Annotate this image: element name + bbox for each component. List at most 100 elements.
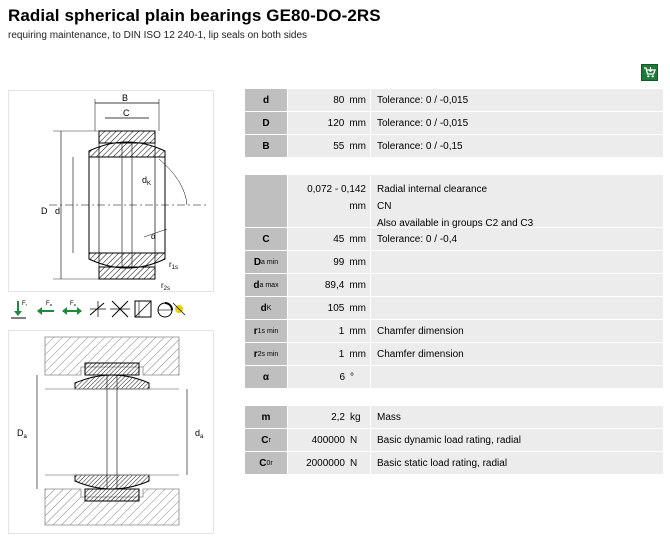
value-text: 120 bbox=[327, 117, 345, 129]
description-cell bbox=[371, 251, 663, 273]
description-cell bbox=[371, 366, 663, 388]
tilt-icon bbox=[89, 301, 106, 317]
description-text: Basic static load rating, radial bbox=[377, 457, 508, 469]
value-text: 89,4 bbox=[324, 279, 345, 291]
symbol-cell: α bbox=[245, 366, 287, 388]
dim-d-label: d bbox=[55, 206, 60, 216]
description-text: Chamfer dimension bbox=[377, 348, 464, 360]
description-cell: Tolerance: 0 / -0,15 bbox=[371, 135, 663, 157]
symbol-text: B bbox=[262, 140, 270, 152]
symbol-text: r bbox=[253, 325, 258, 337]
load-symbols-strip: Fr Fa Fa bbox=[8, 297, 214, 323]
clearance-desc-line: CN bbox=[377, 201, 392, 212]
dim-D-label: D bbox=[41, 206, 48, 216]
description-text: Tolerance: 0 / -0,015 bbox=[377, 94, 469, 106]
symbol-subscript: a min bbox=[261, 258, 279, 266]
clearance-desc-line: Radial internal clearance bbox=[377, 184, 488, 195]
symbol-text: m bbox=[261, 411, 271, 423]
description-cell: Chamfer dimension bbox=[371, 320, 663, 342]
oscillation-icon bbox=[110, 300, 130, 318]
description-cell: Chamfer dimension bbox=[371, 343, 663, 365]
r2s-label: r2s bbox=[161, 281, 170, 291]
symbol-text: C bbox=[261, 434, 269, 446]
mounting-dimension-drawing: Da da bbox=[8, 330, 214, 534]
unit-text: mm bbox=[349, 140, 366, 152]
symbol-cell: B bbox=[245, 135, 287, 157]
group-spacer bbox=[245, 389, 663, 406]
description-cell: Tolerance: 0 / -0,4 bbox=[371, 228, 663, 250]
description-text: Chamfer dimension bbox=[377, 325, 464, 337]
r1s-label: r1s bbox=[169, 260, 178, 271]
symbol-cell: C bbox=[245, 228, 287, 250]
description-text: Mass bbox=[377, 411, 401, 423]
description-text: Tolerance: 0 / -0,015 bbox=[377, 117, 469, 129]
symbol-cell bbox=[245, 175, 287, 227]
description-cell bbox=[371, 274, 663, 296]
fr-label: Fr bbox=[22, 301, 28, 307]
unit-text: mm bbox=[349, 348, 366, 360]
unit-text: N bbox=[350, 434, 358, 446]
radial-load-icon: Fr bbox=[11, 301, 28, 319]
symbol-subscript: 2s min bbox=[257, 350, 279, 358]
value-text: 2000000 bbox=[306, 457, 345, 469]
shopping-cart-icon bbox=[644, 67, 656, 78]
dim-da-label: da bbox=[195, 428, 204, 440]
value-cell: 6° bbox=[288, 366, 370, 388]
description-text: Tolerance: 0 / -0,4 bbox=[377, 233, 458, 245]
value-text: 400000 bbox=[311, 434, 345, 446]
seal-icon bbox=[134, 300, 152, 318]
value-cell: 400000 N bbox=[288, 429, 370, 451]
symbol-subscript: r bbox=[268, 436, 271, 444]
unit-text: kg bbox=[350, 411, 361, 423]
description-cell: Tolerance: 0 / -0,015 bbox=[371, 89, 663, 111]
fa-label-1: Fa bbox=[46, 301, 53, 307]
value-text: 1 bbox=[338, 348, 345, 360]
value-text: 6 bbox=[339, 371, 345, 383]
symbol-cell: D bbox=[245, 112, 287, 134]
symbol-subscript: a max bbox=[259, 281, 279, 289]
axial-load-icon: Fa bbox=[37, 301, 54, 315]
symbol-text: r bbox=[253, 348, 258, 360]
symbol-text: D bbox=[262, 117, 270, 129]
alpha-label: α bbox=[151, 232, 156, 241]
symbol-text: C bbox=[262, 233, 270, 245]
symbol-subscript: K bbox=[266, 304, 272, 312]
description-text: Basic dynamic load rating, radial bbox=[377, 434, 521, 446]
table-row: B 55 mm Tolerance: 0 / -0,15 bbox=[245, 135, 663, 157]
dim-dK-label: dK bbox=[142, 175, 151, 187]
rotation-icon bbox=[157, 302, 173, 318]
add-to-cart-button[interactable] bbox=[641, 64, 658, 81]
maintenance-lubrication-icon bbox=[172, 302, 186, 316]
value-text: 99 bbox=[333, 256, 345, 268]
dim-C-label: C bbox=[123, 108, 130, 118]
page-subtitle: requiring maintenance, to DIN ISO 12 240… bbox=[8, 30, 308, 41]
group-spacer bbox=[245, 158, 663, 175]
clearance-unit: mm bbox=[349, 201, 366, 212]
bidirectional-axial-load-icon: Fa bbox=[62, 301, 82, 315]
unit-text: mm bbox=[349, 233, 366, 245]
value-cell: 55 mm bbox=[288, 135, 370, 157]
value-text: 55 bbox=[333, 140, 345, 152]
